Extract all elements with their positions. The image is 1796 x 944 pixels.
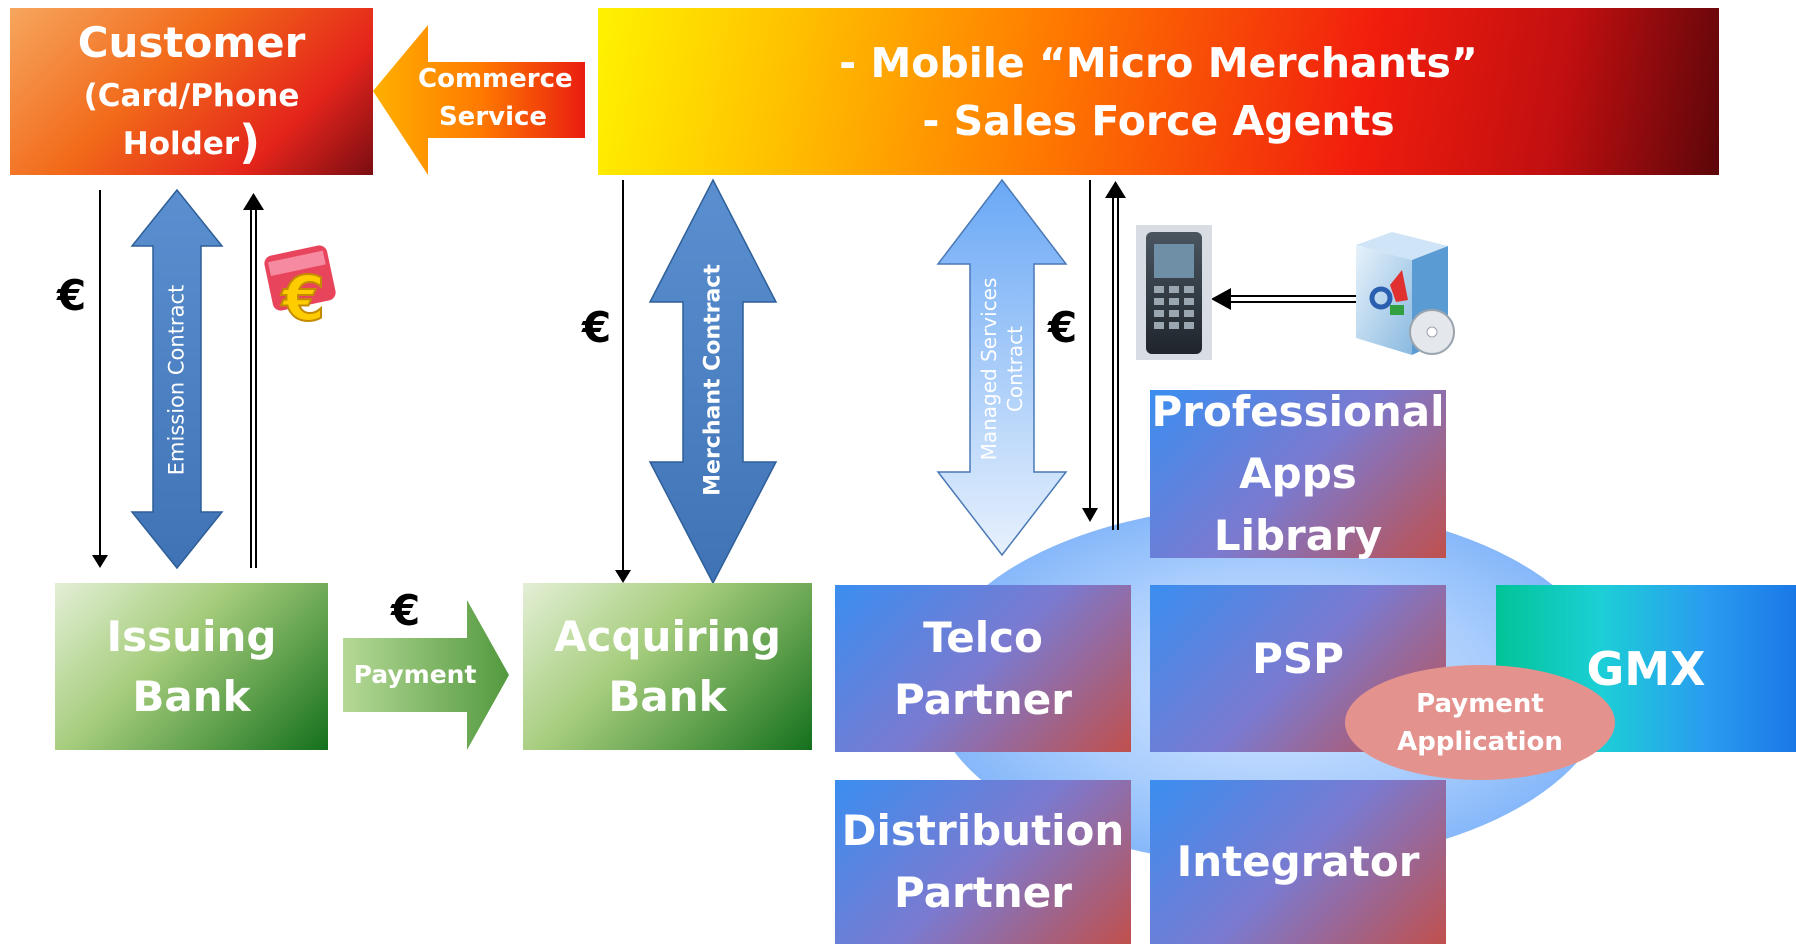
integrator-box: Integrator — [1150, 780, 1446, 944]
merchants-line2: - Sales Force Agents — [922, 96, 1395, 145]
dist-line2: Partner — [894, 868, 1072, 917]
merchants-box: - Mobile “Micro Merchants” - Sales Force… — [598, 8, 1719, 175]
telco-line2: Partner — [894, 674, 1072, 724]
telco-line1: Telco — [923, 612, 1043, 662]
payment-application-bubble: Payment Application — [1345, 665, 1615, 780]
customer-subtitle-paren: ) — [239, 114, 261, 169]
acquiring-line1: Acquiring — [554, 611, 781, 661]
commerce-label-line2: Service — [438, 102, 548, 132]
customer-subtitle-text: (Card/Phone Holder — [83, 77, 300, 162]
payment-terminal-icon — [1136, 225, 1212, 360]
commerce-service-arrow — [373, 25, 585, 175]
managed-services-arrow — [936, 178, 1068, 557]
apps-library-box: Professional Apps Library — [1150, 387, 1446, 560]
commerce-service-label: Commerce Service — [418, 60, 573, 136]
merchant-contract-label: Merchant Contract — [700, 264, 726, 496]
svg-text:€: € — [280, 262, 325, 335]
psp-label: PSP — [1252, 633, 1344, 683]
up-arrowhead — [243, 193, 264, 210]
customer-box: Customer (Card/Phone Holder) — [10, 8, 373, 175]
euro-symbol: € — [57, 271, 87, 320]
payment-arrow — [343, 600, 509, 750]
apps-line2: Apps Library — [1213, 449, 1383, 560]
issuing-bank-box: Issuing Bank — [55, 583, 328, 750]
payment-label: Payment — [353, 660, 477, 689]
issuing-line1: Issuing — [106, 611, 277, 661]
distribution-partner-box: Distribution Partner — [835, 780, 1131, 944]
down-arrowhead — [615, 570, 631, 583]
acquiring-bank-box: Acquiring Bank — [523, 583, 812, 750]
managed-label-line1: Managed Services — [977, 277, 1001, 461]
up-arrowhead — [1105, 181, 1126, 198]
telco-partner-box: Telco Partner — [835, 585, 1131, 752]
payapp-line1: Payment — [1416, 688, 1544, 719]
payapp-line2: Application — [1397, 726, 1563, 757]
managed-label-line2: Contract — [1003, 325, 1027, 413]
emission-contract-arrow — [130, 188, 224, 570]
gmx-label: GMX — [1586, 641, 1706, 696]
down-arrowhead — [1082, 508, 1098, 522]
euro-card-icon: € — [264, 245, 336, 336]
software-box-icon — [1356, 232, 1455, 355]
issuing-line2: Bank — [132, 671, 251, 721]
acquiring-line2: Bank — [608, 671, 727, 721]
customer-subtitle: (Card/Phone Holder) — [10, 73, 373, 167]
euro-symbol: € — [582, 303, 612, 352]
integrator-label: Integrator — [1176, 837, 1420, 886]
commerce-label-line1: Commerce — [418, 64, 573, 94]
merchants-line1: - Mobile “Micro Merchants” — [839, 38, 1478, 87]
emission-contract-label: Emission Contract — [164, 284, 189, 476]
dist-line1: Distribution — [841, 806, 1125, 855]
apps-line1: Professional — [1151, 387, 1445, 436]
down-arrowhead — [92, 555, 108, 568]
euro-symbol: € — [391, 586, 421, 635]
customer-title: Customer — [77, 17, 306, 67]
euro-symbol: € — [1048, 303, 1078, 352]
managed-services-label: Managed Services Contract — [976, 278, 1028, 461]
left-arrowhead — [1211, 288, 1231, 310]
